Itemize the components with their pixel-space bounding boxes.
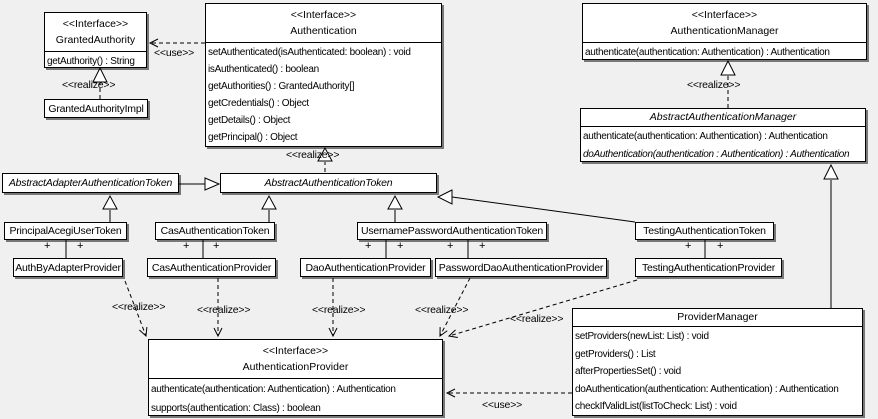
method: authenticate(authentication: Authenticat… (583, 131, 828, 142)
method: doAuthentication(authentication : Authen… (583, 149, 850, 160)
use-label: <<use>> (154, 47, 195, 59)
realize-label: <<realize>> (312, 304, 366, 316)
class-name: AuthenticationProvider (242, 361, 349, 373)
class-name: AuthByAdapterProvider (15, 261, 121, 274)
class-name: Authentication (290, 25, 357, 37)
stereotype-label: <<Interface>> (691, 9, 758, 21)
class-principal-acegi-user-token[interactable]: PrincipalAcegiUserToken (4, 222, 127, 240)
class-granted-authority[interactable]: <<Interface>> GrantedAuthority getAuthor… (44, 12, 147, 68)
class-dao-authentication-provider[interactable]: DaoAuthenticationProvider (300, 258, 431, 277)
methods-compartment: authenticate(authentication: Authenticat… (583, 43, 866, 59)
class-name: AuthenticationManager (670, 25, 779, 37)
association-end-label: + (685, 240, 692, 252)
class-name: ProviderManager (677, 311, 758, 323)
class-name: TestingAuthenticationProvider (641, 261, 776, 274)
stereotype-label: <<Interface>> (262, 345, 329, 357)
class-authentication-manager[interactable]: <<Interface>> AuthenticationManager auth… (582, 3, 867, 60)
realize-label: <<realize>> (197, 304, 251, 316)
method: authenticate(authentication: Authenticat… (151, 384, 396, 395)
class-granted-authority-impl[interactable]: GrantedAuthorityImpl (44, 99, 148, 118)
methods-compartment: authenticate(authentication: Authenticat… (149, 379, 442, 415)
stereotype-label: <<Interface>> (290, 9, 357, 21)
class-header: <<Interface>> AuthenticationManager (583, 4, 866, 43)
method: getDetails() : Object (208, 115, 291, 126)
method: isAuthenticated() : boolean (208, 64, 319, 75)
association-end-label: + (717, 240, 724, 252)
method: supports(authentication: Class) : boolea… (151, 403, 321, 414)
realize-label: <<realize>> (415, 304, 469, 316)
class-cas-authentication-token[interactable]: CasAuthenticationToken (155, 222, 275, 240)
method: setProviders(newList: List) : void (575, 331, 709, 342)
class-name: GrantedAuthority (55, 34, 136, 46)
method: afterPropertiesSet() : void (575, 366, 681, 378)
class-name: GrantedAuthorityImpl (48, 102, 144, 115)
class-cas-authentication-provider[interactable]: CasAuthenticationProvider (147, 258, 276, 277)
class-authentication[interactable]: <<Interface>> Authentication setAuthenti… (205, 3, 442, 147)
association-end-label: + (447, 240, 454, 252)
class-name: CasAuthenticationProvider (151, 261, 272, 274)
realize-label: <<realize>> (112, 301, 166, 313)
class-header: ProviderManager (573, 309, 862, 327)
method: setAuthenticated(isAuthenticated: boolea… (208, 47, 411, 58)
class-header: <<Interface>> GrantedAuthority (45, 13, 146, 52)
realize-label: <<realize>> (62, 79, 116, 91)
method: checkIfValidList(listToCheck: List) : vo… (575, 401, 737, 413)
realize-label: <<realize>> (687, 79, 741, 91)
method: authenticate(authentication: Authenticat… (585, 47, 830, 58)
methods-compartment: authenticate(authentication: Authenticat… (581, 127, 865, 161)
class-password-dao-authentication-provider[interactable]: PasswordDaoAuthenticationProvider (435, 258, 607, 277)
class-auth-by-adapter-provider[interactable]: AuthByAdapterProvider (13, 258, 123, 277)
class-name: AbstractAdapterAuthenticationToken (8, 177, 173, 189)
methods-compartment: getAuthority() : String (45, 52, 146, 67)
association-end-label: + (44, 240, 51, 252)
class-header: AbstractAuthenticationManager (581, 109, 865, 127)
realize-label: <<realize>> (510, 313, 564, 325)
class-abstract-authentication-manager[interactable]: AbstractAuthenticationManager authentica… (580, 108, 866, 162)
class-abstract-adapter-authentication-token[interactable]: AbstractAdapterAuthenticationToken (2, 173, 179, 193)
method: getAuthority() : String (47, 56, 135, 67)
association-end-label: + (397, 240, 404, 252)
method: getAuthorities() : GrantedAuthority[] (208, 81, 355, 92)
method: getProviders() : List (575, 348, 656, 360)
class-abstract-authentication-token[interactable]: AbstractAuthenticationToken (220, 173, 437, 193)
class-name: AbstractAuthenticationToken (264, 177, 393, 189)
association-end-label: + (365, 240, 372, 252)
methods-compartment: setAuthenticated(isAuthenticated: boolea… (206, 43, 441, 146)
class-testing-authentication-token[interactable]: TestingAuthenticationToken (635, 222, 774, 240)
use-label: <<use>> (482, 399, 523, 411)
class-name: UsernamePasswordAuthenticationToken (360, 225, 544, 237)
association-end-label: + (479, 240, 486, 252)
class-name: PasswordDaoAuthenticationProvider (438, 261, 604, 274)
class-name: DaoAuthenticationProvider (305, 261, 426, 274)
class-header: <<Interface>> AuthenticationProvider (149, 340, 442, 379)
class-testing-authentication-provider[interactable]: TestingAuthenticationProvider (635, 258, 782, 277)
methods-compartment: setProviders(newList: List) : void getPr… (573, 327, 862, 415)
method: getPrincipal() : Object (208, 132, 298, 143)
association-end-label: + (183, 240, 190, 252)
class-authentication-provider[interactable]: <<Interface>> AuthenticationProvider aut… (148, 339, 443, 416)
class-provider-manager[interactable]: ProviderManager setProviders(newList: Li… (572, 308, 863, 416)
class-name: AbstractAuthenticationManager (649, 111, 797, 123)
realize-label: <<realize>> (286, 149, 340, 161)
method: getCredentials() : Object (208, 98, 309, 109)
class-username-password-authentication-token[interactable]: UsernamePasswordAuthenticationToken (357, 222, 547, 240)
class-name: CasAuthenticationToken (160, 225, 270, 237)
association-end-label: + (213, 240, 220, 252)
class-header: <<Interface>> Authentication (206, 4, 441, 43)
class-name: TestingAuthenticationToken (643, 225, 766, 237)
class-name: PrincipalAcegiUserToken (9, 225, 122, 237)
method: doAuthentication(authentication: Authent… (575, 383, 839, 395)
stereotype-label: <<Interface>> (62, 18, 129, 30)
association-end-label: + (77, 240, 84, 252)
